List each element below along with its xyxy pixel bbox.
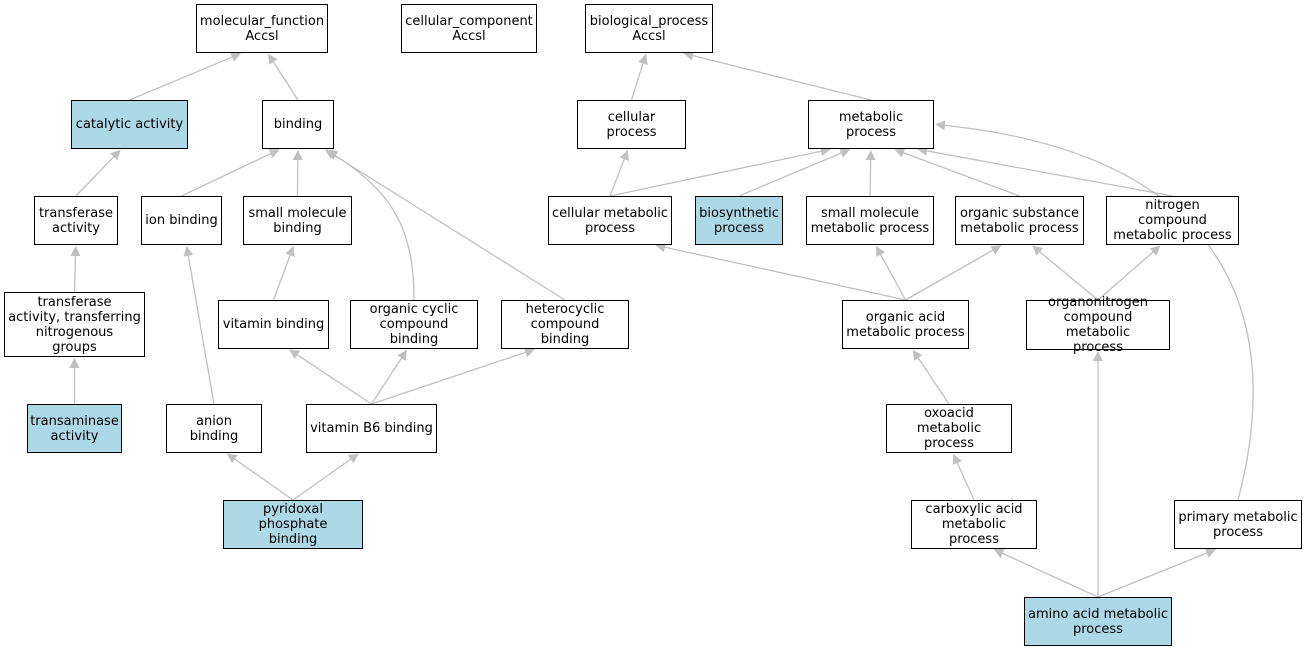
edge-pyridoxal-phosphate-binding-to-vitamin-b6-binding xyxy=(292,453,359,501)
node-binding[interactable]: binding xyxy=(262,100,334,149)
edge-heterocyclic-compound-binding-to-binding xyxy=(324,149,566,301)
edge-organonitrogen-compound-metabolic-process-to-organic-substance-metabolic-process xyxy=(1032,245,1099,301)
edge-catalytic-activity-to-molecular-function xyxy=(129,52,242,101)
edge-vitamin-binding-to-small-molecule-binding xyxy=(272,245,295,301)
node-vitamin-b6-binding[interactable]: vitamin B6 binding xyxy=(306,404,437,453)
edge-organic-acid-metabolic-process-to-small-molecule-metabolic-process xyxy=(875,245,907,301)
node-anion-binding[interactable]: anion binding xyxy=(166,404,262,453)
edge-organic-acid-metabolic-process-to-organic-substance-metabolic-process xyxy=(905,245,1002,301)
edge-transferase-nitrogenous-to-transferase-activity xyxy=(70,245,81,293)
node-catalytic-activity[interactable]: catalytic activity xyxy=(71,100,188,149)
edge-ion-binding-to-binding xyxy=(181,149,280,197)
edge-nitrogen-compound-metabolic-process-to-metabolic-process xyxy=(917,146,1173,197)
edge-anion-binding-to-ion-binding xyxy=(183,245,215,405)
edge-transferase-activity-to-catalytic-activity xyxy=(75,149,121,197)
node-vitamin-binding[interactable]: vitamin binding xyxy=(218,300,329,349)
edge-primary-metabolic-process-to-metabolic-process xyxy=(935,120,1254,501)
edge-metabolic-process-to-biological-process xyxy=(683,50,872,101)
edge-oxoacid-metabolic-process-to-organic-acid-metabolic-process xyxy=(912,349,950,405)
edge-amino-acid-metabolic-process-to-primary-metabolic-process xyxy=(1097,548,1217,598)
edge-pyridoxal-phosphate-binding-to-anion-binding xyxy=(226,453,294,501)
node-metabolic-process[interactable]: metabolic process xyxy=(808,100,934,149)
edge-vitamin-b6-binding-to-heterocyclic-compound-binding xyxy=(371,347,535,405)
edge-binding-to-molecular-function xyxy=(268,53,299,101)
edge-organonitrogen-compound-metabolic-process-to-nitrogen-compound-metabolic-process xyxy=(1097,245,1161,301)
edge-cellular-metabolic-process-to-cellular-process xyxy=(609,149,629,197)
edge-cellular-metabolic-process-to-metabolic-process xyxy=(609,146,831,197)
edge-carboxylic-acid-metabolic-process-to-oxoacid-metabolic-process xyxy=(952,453,975,501)
edge-cellular-process-to-biological-process xyxy=(630,53,648,101)
edge-vitamin-b6-binding-to-vitamin-binding xyxy=(289,349,372,405)
edge-biosynthetic-process-to-metabolic-process xyxy=(738,148,851,197)
edge-vitamin-b6-binding-to-organic-cyclic-compound-binding xyxy=(370,349,407,405)
node-cellular-process[interactable]: cellular process xyxy=(577,100,686,149)
edge-amino-acid-metabolic-process-to-carboxylic-acid-metabolic-process xyxy=(993,548,1099,598)
edge-organic-substance-metabolic-process-to-metabolic-process xyxy=(894,148,1020,197)
edge-organic-acid-metabolic-process-to-cellular-metabolic-process xyxy=(655,242,906,301)
edge-small-molecule-metabolic-process-to-metabolic-process xyxy=(865,150,876,197)
node-ion-binding[interactable]: ion binding xyxy=(141,196,222,245)
